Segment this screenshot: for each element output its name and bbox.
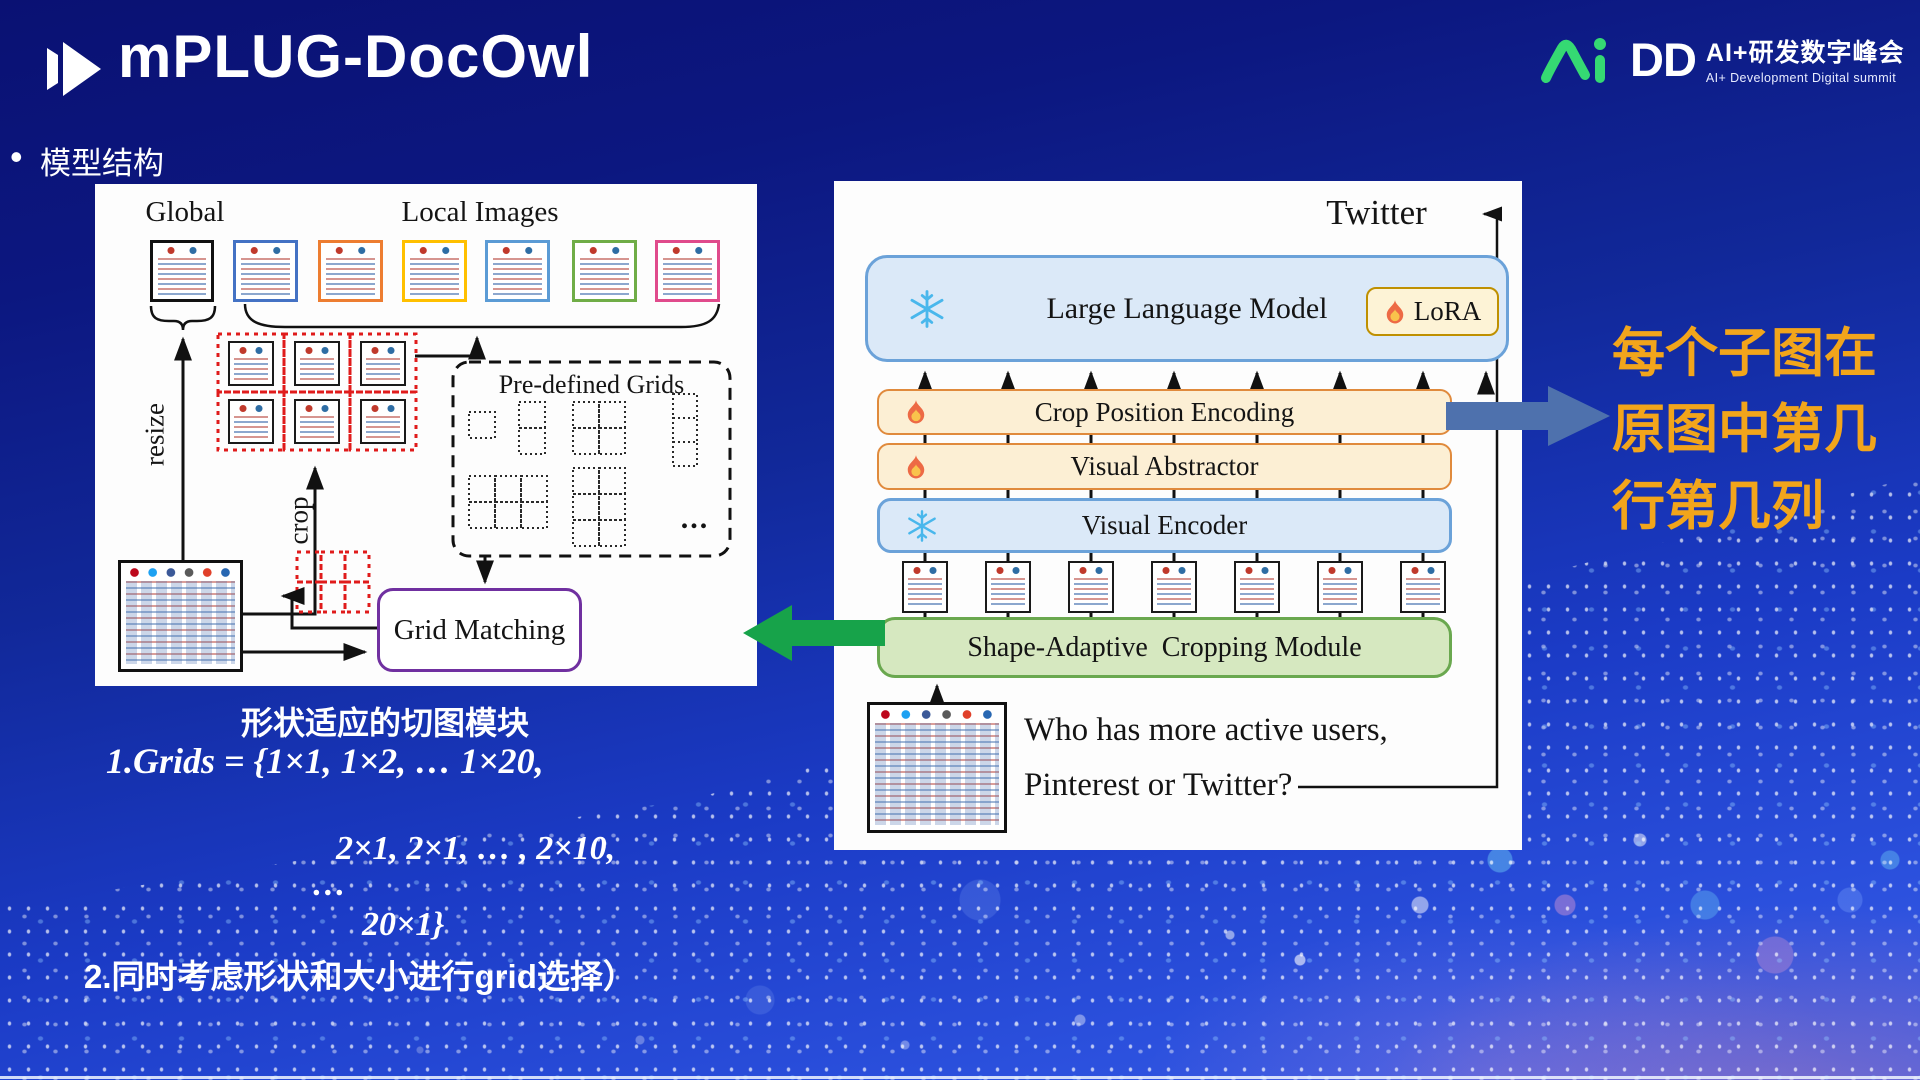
local-image-thumbnail: [655, 240, 720, 302]
visual-abstractor-box: Visual Abstractor: [877, 443, 1452, 490]
crop-position-encoding-box: Crop Position Encoding: [877, 389, 1452, 435]
section-heading: 模型结构: [40, 146, 164, 181]
bottom-divider: [0, 1076, 1920, 1079]
crop-cell-thumbnail: [360, 399, 406, 444]
side-note: 每个子图在 原图中第几 行第几列: [1612, 316, 1920, 545]
grid-matching-box: Grid Matching: [377, 588, 582, 672]
cropping-module-box: Shape-Adaptive Cropping Module: [877, 617, 1452, 678]
crop-thumbnail: [1151, 561, 1197, 613]
logo-en-subtitle: AI+ Development Digital summit: [1705, 71, 1897, 85]
visual-encoder-box: Visual Encoder: [877, 498, 1452, 553]
page-title: mPLUG-DocOwl: [118, 23, 594, 90]
local-image-thumbnail: [402, 240, 467, 302]
llm-box: Large Language Model LoRA: [865, 255, 1509, 362]
crop-cell-thumbnail: [294, 341, 340, 386]
global-brace: [149, 305, 217, 331]
question-line1: Who has more active users,: [1024, 712, 1388, 748]
crop-thumbnail: [1234, 561, 1280, 613]
crop-thumbnail: [1400, 561, 1446, 613]
formula-line-1: 1.Grids = {1×1, 1×2, … 1×20,: [106, 741, 544, 781]
crop-thumbnail: [1317, 561, 1363, 613]
local-image-thumbnail: [233, 240, 298, 302]
formula-line-4: 20×1}: [362, 906, 445, 943]
query-image-thumbnail: [867, 702, 1007, 833]
local-image-thumbnail: [572, 240, 637, 302]
logo-cn-title: AI+研发数字峰会: [1705, 39, 1905, 67]
green-flow-arrow: [743, 605, 885, 661]
side-note-line: 原图中第几: [1612, 400, 1877, 460]
answer-label: Twitter: [1326, 193, 1427, 232]
caption-note: 2.同时考虑形状和大小进行grid选择）: [84, 958, 636, 995]
local-image-thumbnail: [485, 240, 550, 302]
formula-line-3: …: [312, 866, 346, 903]
grid-matching-label: Grid Matching: [393, 613, 566, 646]
global-image-thumbnail: [150, 240, 214, 302]
lora-label: LoRA: [1413, 296, 1482, 326]
side-note-line: 行第几列: [1612, 476, 1824, 536]
formula-line-2: 2×1, 2×1, … , 2×10,: [336, 830, 616, 867]
grid-glyphs: [468, 393, 698, 547]
snowflake-icon: [910, 289, 944, 328]
crop-position-encoding-label: Crop Position Encoding: [1034, 396, 1295, 427]
grid-to-local-arrow: [415, 335, 486, 360]
crop-cell-thumbnail: [294, 399, 340, 444]
crop-cell-thumbnail: [360, 341, 406, 386]
source-image-thumbnail: [118, 560, 243, 672]
crop-cell-thumbnail: [228, 399, 274, 444]
fire-icon: [907, 454, 925, 478]
grids-ellipsis: ...: [680, 502, 710, 535]
crop-thumbnail: [902, 561, 948, 613]
model-architecture-panel: Twitter Large Language Model LoRA: [834, 181, 1522, 850]
global-label: Global: [145, 196, 225, 228]
side-note-line: 每个子图在: [1612, 324, 1877, 383]
fire-icon: [1386, 299, 1403, 323]
aidd-logo-icon: [1541, 38, 1606, 83]
resize-label: resize: [139, 403, 170, 466]
predefined-grids-title: Pre-defined Grids: [498, 370, 685, 399]
fire-icon: [907, 400, 925, 424]
steel-note-arrow: [1446, 386, 1610, 446]
matching-output-arrow: [280, 587, 377, 630]
play-icon: [47, 42, 101, 96]
encoding-to-llm-arrows: [916, 370, 1495, 395]
cropping-figure-panel: Global Local Images resize crop Pre-defi…: [95, 184, 757, 686]
crop-cell-thumbnail: [228, 341, 274, 386]
local-image-thumbnail: [318, 240, 383, 302]
snowflake-icon: [908, 509, 936, 542]
crop-thumbnail: [985, 561, 1031, 613]
local-bracket: [243, 303, 721, 329]
local-images-label: Local Images: [401, 196, 559, 228]
brand-logo: DD AI+研发数字峰会 AI+ Development Digital sum…: [1538, 30, 1905, 88]
llm-label: Large Language Model: [1046, 291, 1328, 325]
logo-dd-text: DD: [1630, 32, 1697, 86]
lora-chip: LoRA: [1366, 287, 1499, 336]
visual-encoder-label: Visual Encoder: [1081, 510, 1248, 540]
bullet-dot: •: [10, 136, 23, 177]
question-line2: Pinterest or Twitter?: [1024, 767, 1293, 803]
visual-abstractor-label: Visual Abstractor: [1070, 451, 1259, 481]
cropping-module-label: Shape-Adaptive Cropping Module: [967, 631, 1362, 663]
crop-thumbnail: [1068, 561, 1114, 613]
crop-label: crop: [283, 496, 314, 545]
logo-text: AI+研发数字峰会 AI+ Development Digital summit: [1706, 33, 1905, 85]
caption-heading: 形状适应的切图模块: [240, 705, 529, 741]
